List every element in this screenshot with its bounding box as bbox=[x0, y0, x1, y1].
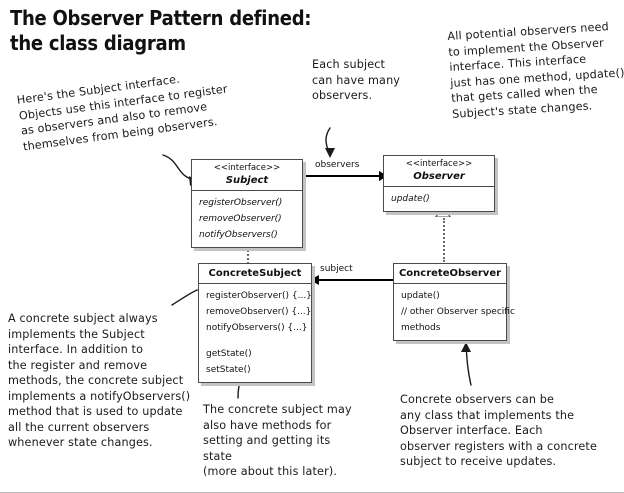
class-method: notifyObservers() {...} bbox=[206, 323, 308, 333]
class-members-observer: update() bbox=[384, 187, 494, 211]
class-method: getState() bbox=[206, 349, 252, 359]
class-box-subject[interactable]: <<interface>> Subject registerObserver()… bbox=[191, 159, 303, 248]
edge-label-subject: subject bbox=[320, 264, 353, 274]
realization-triangle-observer bbox=[435, 207, 451, 217]
page-title-line-1: The Observer Pattern defined: bbox=[10, 6, 312, 30]
class-name-subject: Subject bbox=[225, 175, 269, 186]
association-line-subject-observer bbox=[303, 175, 385, 177]
class-stereotype-observer: <<interface>> bbox=[405, 159, 473, 169]
class-method: notifyObservers() bbox=[199, 230, 278, 240]
class-members-subject: registerObserver() removeObserver() noti… bbox=[192, 191, 302, 247]
class-method: update() bbox=[391, 194, 430, 204]
class-method: update() bbox=[401, 291, 440, 301]
annotation-concrete-observer: Concrete observers can be any class that… bbox=[400, 393, 597, 468]
annotation-concrete-subject: A concrete subject always implements the… bbox=[8, 312, 191, 449]
class-name-concrete-subject: ConcreteSubject bbox=[208, 268, 302, 279]
class-method: registerObserver() {...} bbox=[206, 291, 312, 301]
class-method-spacer bbox=[206, 336, 305, 346]
class-name-concrete-observer: ConcreteObserver bbox=[398, 268, 502, 279]
class-name-observer: Observer bbox=[413, 171, 465, 182]
class-box-concrete-observer[interactable]: ConcreteObserver update() // other Obser… bbox=[393, 263, 515, 341]
class-method: removeObserver() {...} bbox=[206, 307, 312, 317]
class-header-observer: <<interface>> Observer bbox=[384, 156, 494, 187]
association-arrowhead-concrete-subject bbox=[310, 275, 319, 285]
class-header-concrete-subject: ConcreteSubject bbox=[199, 264, 311, 284]
class-method: registerObserver() bbox=[199, 198, 283, 208]
realization-line-concrete-observer bbox=[443, 218, 445, 262]
annotation-many-observers: Each subject can have many observers. bbox=[312, 58, 401, 102]
class-method: // other Observer specific bbox=[401, 307, 515, 317]
class-members-concrete-subject: registerObserver() {...} removeObserver(… bbox=[199, 284, 312, 382]
class-header-subject: <<interface>> Subject bbox=[192, 160, 302, 191]
edge-label-observers: observers bbox=[315, 160, 360, 170]
association-line-observer-subject bbox=[316, 279, 394, 281]
class-method: methods bbox=[401, 323, 441, 333]
class-method: setState() bbox=[206, 365, 251, 375]
class-members-concrete-observer: update() // other Observer specific meth… bbox=[394, 284, 515, 340]
class-method: removeObserver() bbox=[199, 214, 282, 224]
annotation-concrete-subject-state: The concrete subject may also have metho… bbox=[203, 403, 352, 478]
annotation-observer-interface: All potential observers need to implemen… bbox=[447, 20, 624, 121]
class-box-observer[interactable]: <<interface>> Observer update() bbox=[383, 155, 495, 212]
page-title-line-2: the class diagram bbox=[10, 31, 186, 55]
class-box-concrete-subject[interactable]: ConcreteSubject registerObserver() {...}… bbox=[198, 263, 312, 383]
class-header-concrete-observer: ConcreteObserver bbox=[394, 264, 506, 284]
class-stereotype-subject: <<interface>> bbox=[213, 163, 281, 173]
page-title: The Observer Pattern defined: the class … bbox=[10, 6, 388, 56]
